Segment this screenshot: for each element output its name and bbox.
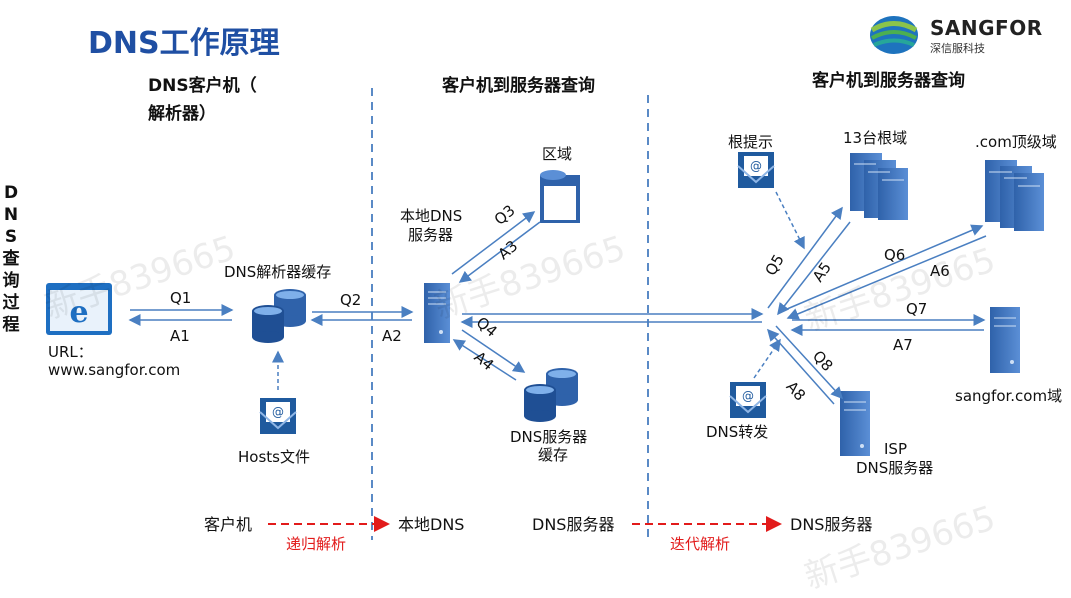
sangfor-server-icon (990, 307, 1020, 373)
isp-label-2: DNS服务器 (856, 459, 934, 477)
url-value: www.sangfor.com (48, 361, 181, 379)
footer-dns-server-b: DNS服务器 (790, 515, 873, 534)
local-dns-label-1: 本地DNS (400, 207, 463, 225)
header-right: 客户机到服务器查询 (812, 71, 965, 91)
local-dns-label-2: 服务器 (408, 226, 454, 244)
dns-forward-icon: @ (729, 382, 767, 418)
browser-icon: e (46, 283, 112, 335)
a6-label: A6 (930, 262, 950, 280)
root-servers-icon (850, 153, 908, 220)
header-client-2: 解析器） (148, 104, 216, 124)
isp-label-1: ISP (884, 440, 907, 458)
svg-text:e: e (69, 295, 88, 330)
header-client: DNS客户机（ (148, 76, 257, 96)
url-label: URL： (48, 343, 93, 361)
page-title: DNS工作原理 (88, 26, 280, 61)
q6-label: Q6 (884, 246, 906, 264)
a2-label: A2 (382, 327, 402, 345)
svg-text:@: @ (742, 389, 754, 403)
diagram-canvas: e (46, 88, 1044, 540)
sangfor-domain-label: sangfor.com域 (955, 387, 1063, 405)
footer-dns-server-a: DNS服务器 (532, 515, 615, 534)
root-hint-label: 根提示 (728, 133, 774, 151)
footer-recursive: 递归解析 (286, 535, 347, 553)
tld-servers-icon (985, 160, 1044, 231)
svg-text:@: @ (272, 405, 284, 419)
a7-label: A7 (893, 336, 913, 354)
q7-label: Q7 (906, 300, 928, 318)
zone-label: 区域 (542, 145, 573, 163)
root-servers-label: 13台根域 (843, 129, 908, 147)
footer-local-dns: 本地DNS (398, 515, 465, 534)
tld-label: .com顶级域 (975, 133, 1057, 151)
footer-client: 客户机 (204, 515, 253, 534)
dns-forward-label: DNS转发 (706, 423, 769, 441)
zone-icon (540, 170, 580, 223)
hosts-file-icon: @ (259, 398, 297, 434)
side-title: D N S 查 询 过 程 (2, 183, 20, 335)
local-dns-server-icon (424, 283, 450, 343)
resolver-cache-label: DNS解析器缓存 (224, 263, 332, 281)
q2-label: Q2 (340, 291, 362, 309)
globe-icon (870, 16, 918, 54)
root-hint-icon: @ (737, 152, 775, 188)
dns-cache-label-1: DNS服务器 (510, 428, 588, 446)
dns-cache-icon (524, 368, 578, 422)
resolver-cache-icon (252, 289, 306, 343)
svg-text:@: @ (750, 159, 762, 173)
a1-label: A1 (170, 327, 190, 345)
q1-label: Q1 (170, 289, 192, 307)
dns-cache-label-2: 缓存 (538, 446, 569, 464)
logo-brand: SANGFOR (930, 16, 1043, 40)
footer-iterative: 迭代解析 (670, 535, 731, 553)
hosts-file-label: Hosts文件 (238, 448, 310, 466)
isp-server-icon (840, 391, 870, 456)
logo-sub: 深信服科技 (930, 42, 985, 55)
header-middle: 客户机到服务器查询 (442, 76, 595, 96)
